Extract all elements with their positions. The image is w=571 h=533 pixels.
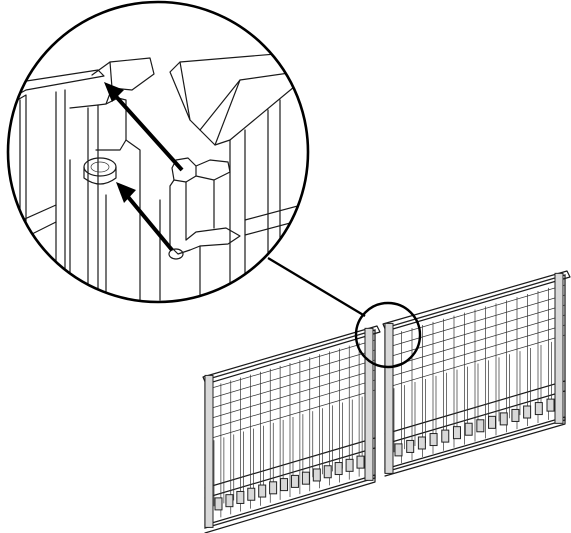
panel-foot [429,433,438,447]
panel-foot [258,484,267,498]
panel-foot [523,405,532,419]
panel-post [384,322,394,474]
panel-foot [290,474,299,488]
panel-foot [464,422,473,436]
panel-foot [452,426,461,440]
detail-callout-circle [354,301,422,369]
panel-post [554,272,564,424]
fence-panel-right [382,270,571,477]
panel-post [204,374,214,528]
panel-foot [356,455,365,469]
panel-foot [334,462,343,476]
arrow-icon [116,182,174,252]
panel-foot [225,494,234,508]
panel-post [364,327,374,481]
panel-foot [301,471,310,485]
panel-foot [236,490,245,504]
panel-foot [417,436,426,450]
panel-foot [406,439,415,453]
detail-magnifier [6,0,310,304]
arrow-icon [104,82,184,172]
panel-foot [476,419,485,433]
panel-foot [534,402,543,416]
panel-foot [247,487,256,501]
panel-foot [488,415,497,429]
panel-foot [546,398,555,412]
panel-foot [269,481,278,495]
panel-foot [214,497,223,511]
panel-foot [312,468,321,482]
detail-contents [8,51,308,302]
callout-leader [267,257,366,317]
panel-foot [323,465,332,479]
panel-foot [441,429,450,443]
fence-panel-left [202,325,381,533]
panel-foot [511,408,520,422]
panel-foot [280,478,289,492]
panel-foot [345,458,354,472]
panel-foot [394,443,403,457]
panel-foot [499,412,508,426]
